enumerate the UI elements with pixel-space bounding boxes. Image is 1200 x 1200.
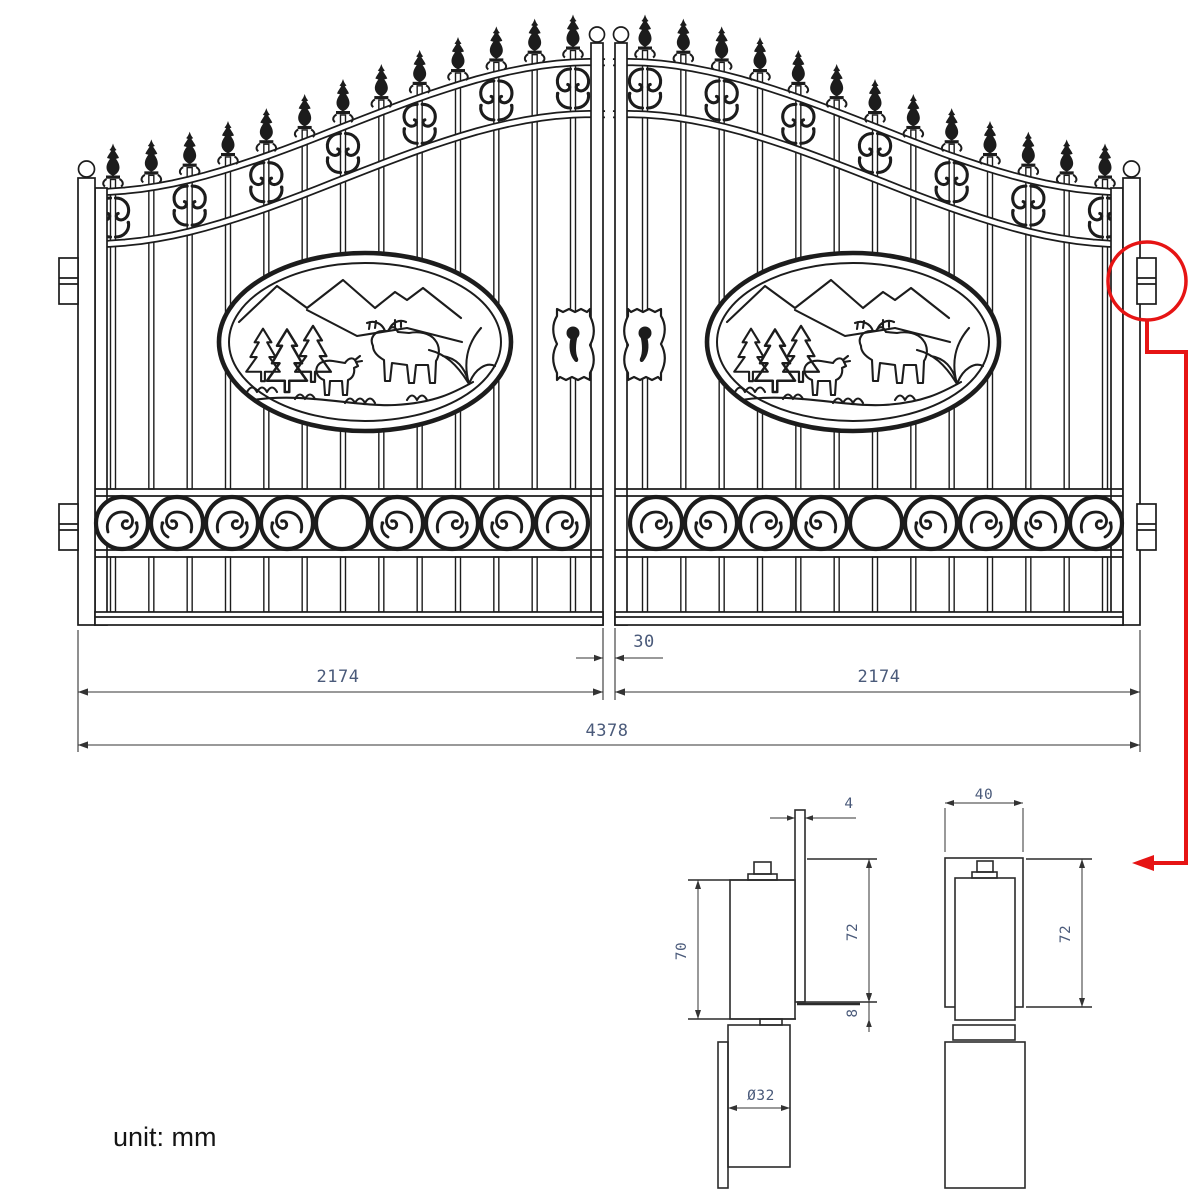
right-post [1122, 177, 1141, 626]
dim-plate-width-front: 40 [975, 787, 993, 803]
dim-bottom-offset: 8 [845, 1008, 861, 1017]
bottom-rails [94, 611, 1124, 626]
left-medallion [219, 253, 511, 431]
right-medallion [707, 253, 999, 431]
red-arrow-leader [1132, 855, 1154, 871]
hinge-brackets [58, 257, 1157, 551]
unit-note: unit: mm [113, 1122, 217, 1152]
left-post [77, 177, 96, 626]
ball-finial [1122, 160, 1141, 178]
curved-top-rails [92, 57, 1126, 248]
hinge-side-view [688, 809, 1092, 1189]
gate-elevation-view [58, 13, 1157, 626]
left-escutcheon [552, 307, 595, 382]
dim-body-height: 70 [674, 942, 690, 960]
ball-finial [77, 160, 96, 178]
hinge-bracket [58, 503, 79, 551]
dim-center-gap: 30 [633, 632, 654, 652]
gate-dimensions [77, 628, 1141, 752]
dimension-lines [77, 628, 1141, 752]
dim-total-width: 4378 [586, 721, 629, 741]
dim-plate-height-side: 72 [845, 923, 861, 941]
dim-right-leaf-width: 2174 [858, 667, 901, 687]
dim-barrel-diameter: Ø32 [747, 1088, 775, 1104]
right-escutcheon [623, 307, 666, 382]
hinge-bracket [58, 257, 79, 305]
red-leader-line [1145, 320, 1188, 865]
dim-plate-thickness: 4 [844, 796, 853, 812]
hinge-detail-views [688, 800, 1092, 1189]
dim-left-leaf-width: 2174 [317, 667, 360, 687]
hinge-callout [1106, 240, 1188, 871]
scroll-band [95, 488, 1123, 558]
hinge-bracket [1136, 503, 1157, 551]
ball-finial [612, 26, 630, 43]
hinge-bracket [1136, 257, 1157, 305]
ball-finial [588, 26, 606, 43]
dim-plate-height-front: 72 [1058, 925, 1074, 943]
